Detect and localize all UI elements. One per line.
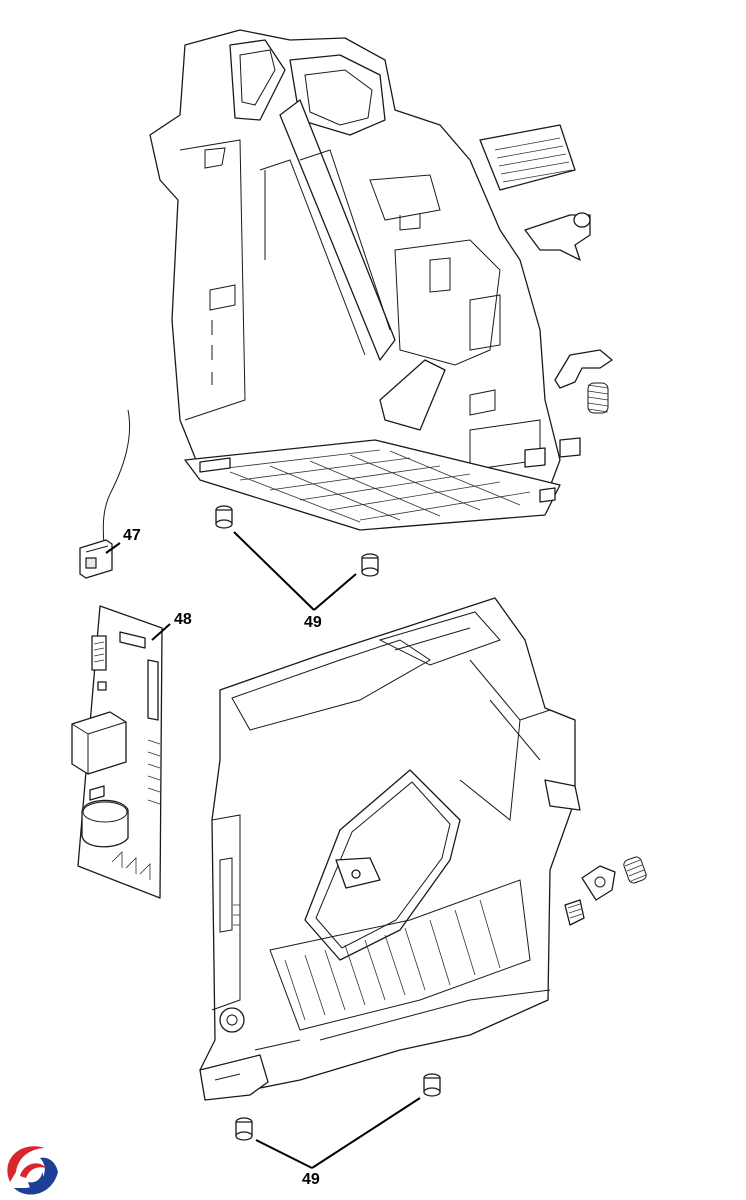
spring-part [587,382,609,414]
spring-part-lower [623,856,647,884]
foot-part-49-right-bottom [423,1073,441,1097]
lever-part [524,212,591,261]
hook-part [554,349,613,389]
vent-grille-part [479,124,576,191]
leader-lines-49-top [233,531,357,611]
leader-lines-49-bottom [255,1097,421,1169]
callout-47: 47 [123,527,141,544]
upper-housing [149,29,581,531]
callout-49-top: 49 [304,614,322,631]
pcb-part-48 [71,605,171,899]
brand-swirl-logo [7,1146,58,1195]
screw-part [564,899,585,926]
callout-49-bottom: 49 [302,1171,320,1188]
foot-part-49-right-top [361,553,379,577]
foot-part-49-left-top [215,505,233,529]
sensor-part-47 [79,409,131,579]
callout-48: 48 [174,611,192,628]
lower-housing [199,597,581,1101]
foot-part-49-left-bottom [235,1117,253,1141]
knob-part [581,865,616,901]
